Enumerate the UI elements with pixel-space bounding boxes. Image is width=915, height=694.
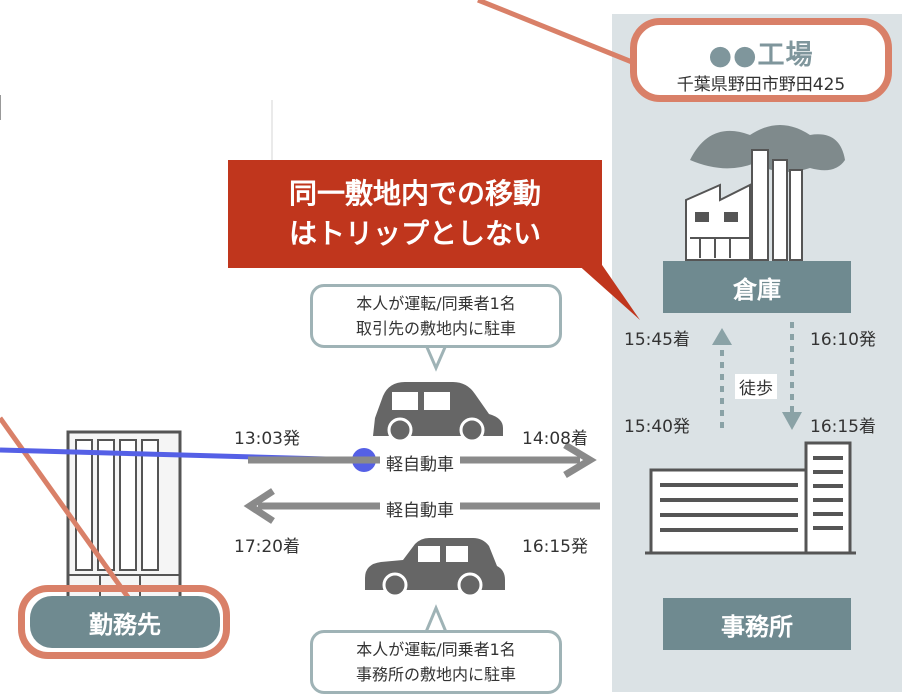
factory-address: 千葉県野田市野田425 [676,75,846,95]
bubble-tail-bottom [423,604,449,634]
outbound-arrive-time: 14:08着 [522,429,588,449]
outbound-vehicle-label: 軽自動車 [380,450,460,475]
callout-pointer [575,262,640,320]
office-label: 事務所 [663,598,851,650]
bubble-tail-top [423,343,449,372]
walk-arrive-warehouse-time: 15:45着 [624,330,690,350]
callout-box: 同一敷地内での移動 はトリップとしない [228,160,602,268]
inbound-depart-time: 16:15発 [522,537,588,557]
walk-depart-office-time: 15:40発 [624,417,690,437]
factory-icon [685,125,845,261]
walk-arrive-office-time: 16:15着 [810,417,876,437]
walk-label: 徒歩 [735,374,777,399]
walk-arrows [712,322,802,432]
inbound-note-line2: 事務所の敷地内に駐車 [355,665,516,684]
factory-title-box: ●●工場 千葉県野田市野田425 [630,18,892,102]
outbound-note-bubble: 本人が運転/同乗者1名 取引先の敷地内に駐車 [310,284,562,348]
workplace-building-icon [66,430,182,600]
outbound-note-line1: 本人が運転/同乗者1名 [356,294,516,313]
workplace-highlight [18,585,230,659]
inbound-vehicle-label: 軽自動車 [380,496,460,521]
callout-line2: はトリップとしない [288,217,541,250]
annotation-line-top [477,0,633,65]
outbound-note-line2: 取引先の敷地内に駐車 [355,319,516,338]
warehouse-label: 倉庫 [663,261,851,313]
workplace-label: 勤務先 [30,596,220,648]
inbound-note-bubble: 本人が運転/同乗者1名 事務所の敷地内に駐車 [310,630,562,694]
car-icon-outbound [373,382,503,443]
car-icon-inbound [365,538,505,598]
outbound-depart-time: 13:03発 [234,429,300,449]
factory-name: ●●工場 [708,40,814,71]
office-building-icon [645,441,856,555]
walk-depart-warehouse-time: 16:10発 [810,330,876,350]
inbound-arrive-time: 17:20着 [234,537,300,557]
inbound-note-line1: 本人が運転/同乗者1名 [356,640,516,659]
callout-line1: 同一敷地内での移動 [288,177,541,210]
factory-site-area [612,14,902,692]
